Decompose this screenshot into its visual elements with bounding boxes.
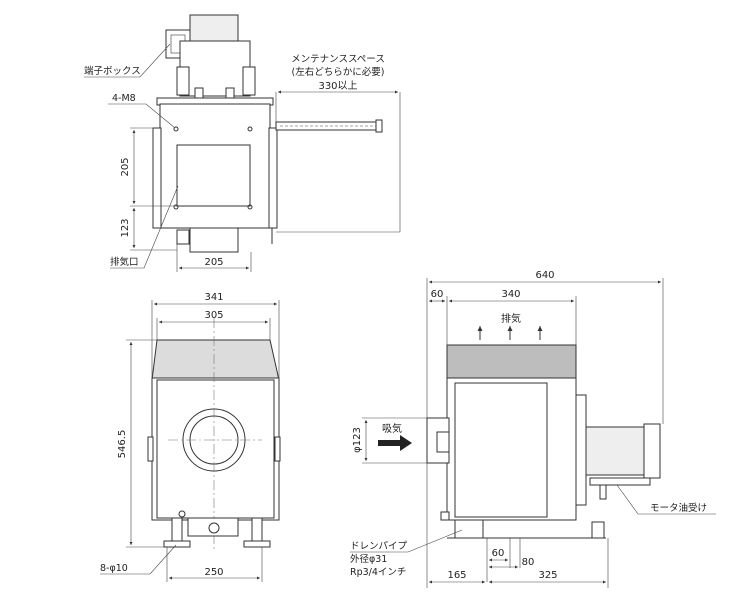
motor-bracket-right xyxy=(242,66,256,96)
oil-pan-label: モータ油受け xyxy=(650,502,707,514)
intake-arrow xyxy=(378,435,412,451)
exhaust-port-label: 排気口 xyxy=(110,256,139,268)
top-motor xyxy=(189,14,239,42)
front-hood xyxy=(151,339,280,381)
bolt-hole xyxy=(173,204,179,210)
maintenance-space-label-2: (左右どちらかに必要) xyxy=(292,66,385,78)
drain-plug xyxy=(178,510,186,518)
motor-foot-right xyxy=(225,87,235,99)
front-handle-left xyxy=(147,436,154,462)
drain-pipe-label-2: 外径φ31 xyxy=(350,553,387,565)
motor-foot-left xyxy=(194,87,204,99)
dim-325: 325 xyxy=(538,570,557,581)
side-motor xyxy=(585,426,645,476)
bolt-hole xyxy=(247,126,253,132)
side-foot-left xyxy=(440,511,450,521)
front-base-right xyxy=(243,540,271,548)
exhaust-port-shape xyxy=(189,227,239,253)
top-side-plate-right xyxy=(268,127,278,229)
dim-546-5: 546.5 xyxy=(117,430,128,459)
drain-outlet xyxy=(208,522,220,534)
motor-oil-pan-shape xyxy=(589,477,651,486)
motor-mount xyxy=(179,40,251,97)
dim-60-top: 60 xyxy=(431,289,444,300)
dim-205-horizontal: 205 xyxy=(204,257,223,268)
front-base-left xyxy=(163,540,191,548)
holes-leader xyxy=(100,544,177,575)
oil-pan-drain xyxy=(599,484,607,500)
maintenance-space-label-1: メンテナンススペース xyxy=(291,54,385,65)
dim-165: 165 xyxy=(447,570,466,581)
intake-flange xyxy=(436,431,450,453)
motor-fan-cover xyxy=(643,423,661,479)
terminal-box-label: 端子ボックス xyxy=(84,65,141,77)
dim-123-vertical: 123 xyxy=(120,218,131,237)
bolts-leader xyxy=(108,103,176,129)
intake-label: 吸気 xyxy=(382,422,402,435)
bolt-hole xyxy=(173,126,179,132)
exhaust-port-flange xyxy=(176,229,190,245)
holes-label: 8-φ10 xyxy=(100,563,128,574)
drain-box xyxy=(187,517,239,537)
top-view: メンテナンススペース (左右どちらかに必要) 330以上 205 123 205… xyxy=(84,14,401,272)
maintenance-space-value: 330以上 xyxy=(318,80,357,92)
dim-60-bottom: 60 xyxy=(492,548,505,559)
dim-205-vertical: 205 xyxy=(120,157,131,176)
dim-341: 341 xyxy=(204,292,223,303)
dim-305: 305 xyxy=(204,310,223,321)
dim-80: 80 xyxy=(522,557,535,568)
top-side-plate-left xyxy=(152,127,162,229)
oil-pan-leader xyxy=(616,484,716,515)
exhaust-port-leader xyxy=(110,185,179,269)
side-rail xyxy=(575,394,587,506)
front-handle-right xyxy=(274,436,281,462)
drain-pipe-label-3: Rp3/4インチ xyxy=(350,567,406,578)
top-window xyxy=(176,144,251,207)
intake-dia: φ123 xyxy=(352,427,363,453)
side-hood xyxy=(446,344,577,379)
side-foot-right xyxy=(591,521,605,539)
bolts-label: 4-M8 xyxy=(112,93,136,104)
side-panel xyxy=(454,382,548,518)
dim-250: 250 xyxy=(204,567,223,578)
bolt-hole xyxy=(247,204,253,210)
drain-pipe-leader xyxy=(350,529,463,553)
motor-bracket-left xyxy=(176,66,190,96)
front-panel xyxy=(156,379,275,519)
side-view: 排気 吸気 φ123 640 60 340 モータ油受け ドレンパイプ 外径φ3… xyxy=(350,270,716,588)
front-view: 341 305 546.5 250 8-φ10 xyxy=(100,292,281,582)
exhaust-label: 排気 xyxy=(501,312,521,325)
dim-640: 640 xyxy=(535,270,554,281)
drain-pipe-shape xyxy=(454,519,484,539)
drain-pipe-label-1: ドレンパイプ xyxy=(350,541,408,552)
terminal-box-leader xyxy=(84,43,171,78)
dim-340: 340 xyxy=(501,289,520,300)
drawer-end xyxy=(375,119,383,133)
